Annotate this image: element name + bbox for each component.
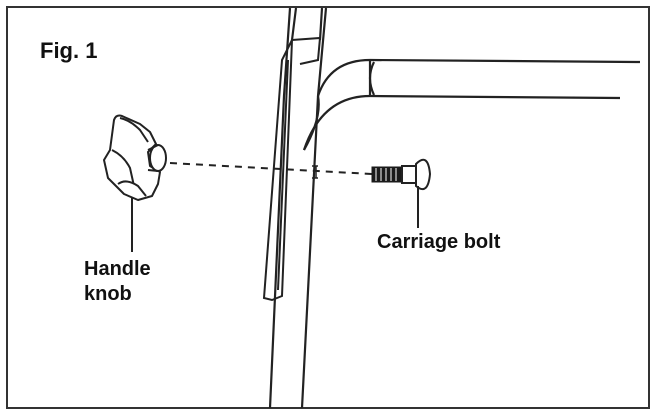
handle-knob-label: Handle knob	[84, 257, 151, 307]
figure-title: Fig. 1	[40, 38, 98, 63]
carriage-bolt-drawing	[371, 158, 432, 190]
bracket-plate	[262, 36, 322, 302]
handle-knob-label-line1: Handle	[84, 258, 151, 280]
handle-knob-drawing	[103, 114, 167, 201]
top-rail	[302, 58, 641, 151]
tube-hole	[312, 165, 318, 179]
figure-border	[6, 6, 650, 409]
carriage-bolt-label: Carriage bolt	[377, 231, 501, 253]
handle-knob-label-line2: knob	[84, 283, 132, 305]
